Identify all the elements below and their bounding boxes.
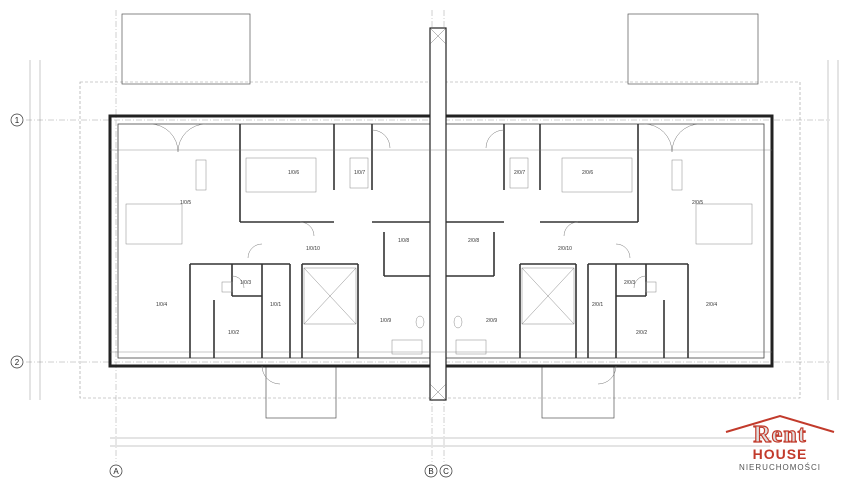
axis-label-b: B <box>428 467 433 476</box>
party-wall <box>429 27 447 401</box>
logo-subtitle: NIERUCHOMOŚCI <box>739 463 821 472</box>
room-label: 2/0/5 <box>692 200 703 206</box>
logo-house-text: HOUSE <box>752 446 808 462</box>
axis-label-c: C <box>443 467 449 476</box>
room-label: 2/0/4 <box>706 302 717 308</box>
axis-label-2: 2 <box>15 358 20 367</box>
terrace-top-left <box>121 13 251 85</box>
room-label: 1/0/10 <box>306 246 320 252</box>
axis-marker-1 <box>10 113 24 127</box>
room-label: 2/0/7 <box>514 170 525 176</box>
room-label: 1/0/4 <box>156 302 167 308</box>
roof-icon <box>725 414 835 433</box>
room-label: 2/0/3 <box>624 280 635 286</box>
axis-label-a: A <box>113 467 119 476</box>
room-label: 1/0/9 <box>380 318 391 324</box>
room-label: 2/0/10 <box>558 246 572 252</box>
room-label: 2/0/2 <box>636 330 647 336</box>
room-label: 1/0/3 <box>240 280 251 286</box>
terrace-bottom-left <box>265 365 337 419</box>
room-label: 1/0/8 <box>398 238 409 244</box>
terrace-bottom-right <box>541 365 615 419</box>
room-label: 1/0/7 <box>354 170 365 176</box>
room-label: 1/0/6 <box>288 170 299 176</box>
room-label: 2/0/8 <box>468 238 479 244</box>
axis-label-1: 1 <box>15 116 20 125</box>
room-label: 2/0/9 <box>486 318 497 324</box>
right-unit-walls <box>446 124 689 358</box>
axis-marker-a <box>109 464 123 478</box>
room-label: 2/0/6 <box>582 170 593 176</box>
room-label: 1/0/1 <box>270 302 281 308</box>
logo-rent-text: Rent <box>753 421 807 448</box>
axis-marker-b <box>424 464 438 478</box>
stairs-left <box>303 267 357 325</box>
left-unit-walls <box>189 124 430 358</box>
rent-house-logo: Rent HOUSE NIERUCHOMOŚCI <box>718 414 842 474</box>
terrace-top-right <box>627 13 759 85</box>
stairs-right <box>521 267 575 325</box>
axis-marker-c <box>439 464 453 478</box>
door-swings <box>149 123 701 385</box>
room-label: 1/0/5 <box>180 200 191 206</box>
room-label: 2/0/1 <box>592 302 603 308</box>
axis-marker-2 <box>10 355 24 369</box>
room-label: 1/0/2 <box>228 330 239 336</box>
